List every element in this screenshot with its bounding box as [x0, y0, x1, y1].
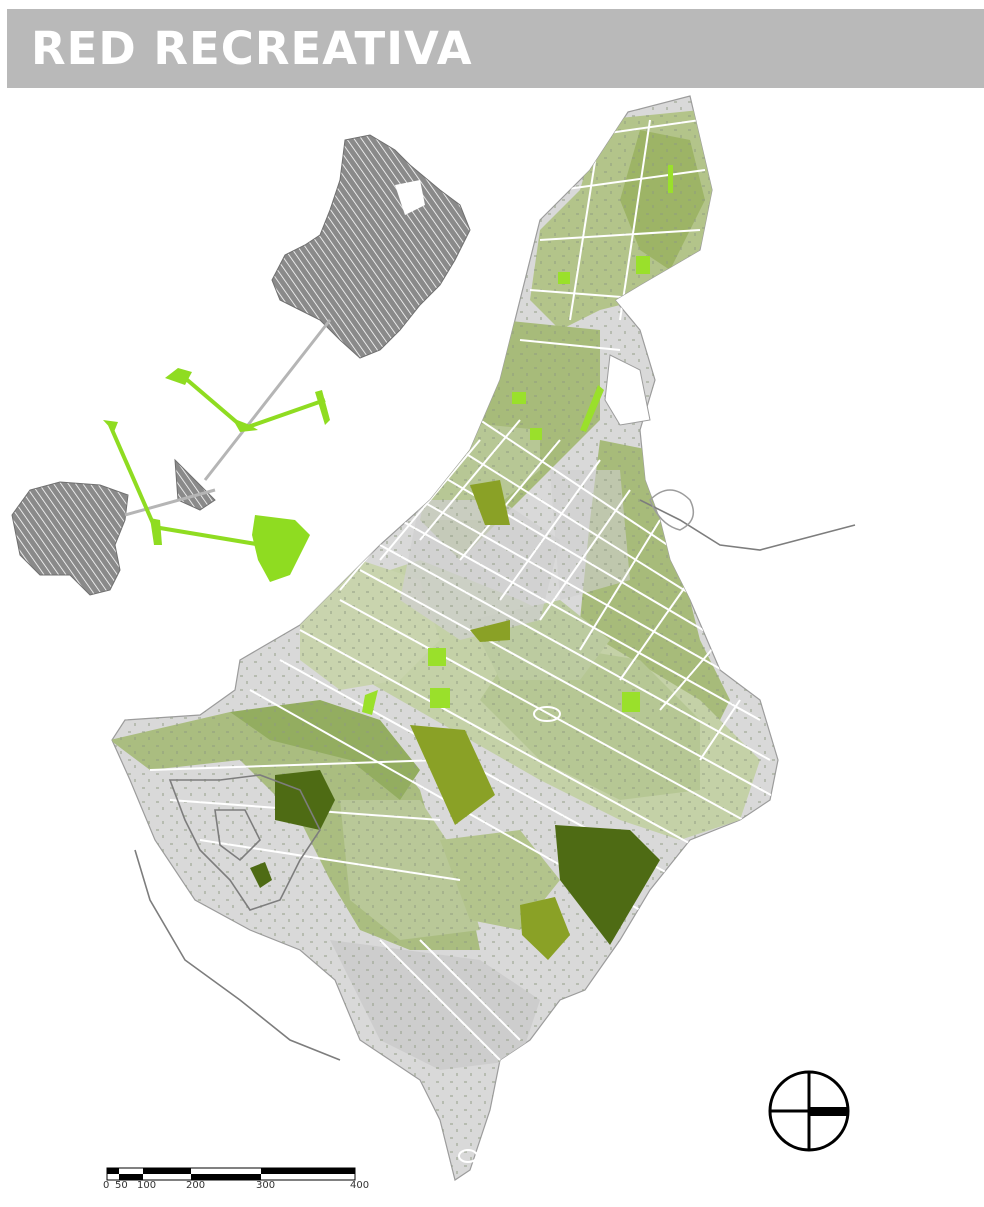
running-track: [458, 1149, 478, 1163]
title-bar: RED RECREATIVA: [7, 9, 984, 88]
hatched-landmass-north: [271, 134, 471, 359]
scale-label: 200: [186, 1180, 206, 1191]
page-title: RED RECREATIVA: [31, 22, 473, 75]
coastal-water: [604, 354, 651, 426]
scale-label: 0: [103, 1180, 110, 1191]
network-inset: [11, 134, 471, 596]
hatched-landmass-west: [11, 481, 129, 596]
scale-bar: [106, 1167, 356, 1181]
bright-green-park: [252, 515, 310, 582]
hatched-islet: [174, 458, 216, 511]
scale-label: 300: [256, 1180, 276, 1191]
highway-interchange: [649, 489, 695, 531]
stadium-track: [533, 706, 561, 722]
connector-line: [124, 488, 216, 517]
scale-label: 50: [115, 1180, 128, 1191]
harbour-outline: [134, 499, 856, 1061]
connector-line: [203, 319, 332, 481]
park-features: [250, 165, 673, 960]
bright-green-routes: [108, 376, 326, 547]
scale-label: 400: [350, 1180, 370, 1191]
scale-label: 100: [137, 1180, 157, 1191]
inlet-north: [395, 180, 425, 215]
scale-labels: 0 50 100 200 300 400: [0, 1180, 400, 1196]
north-arrow-icon: [768, 1070, 850, 1152]
